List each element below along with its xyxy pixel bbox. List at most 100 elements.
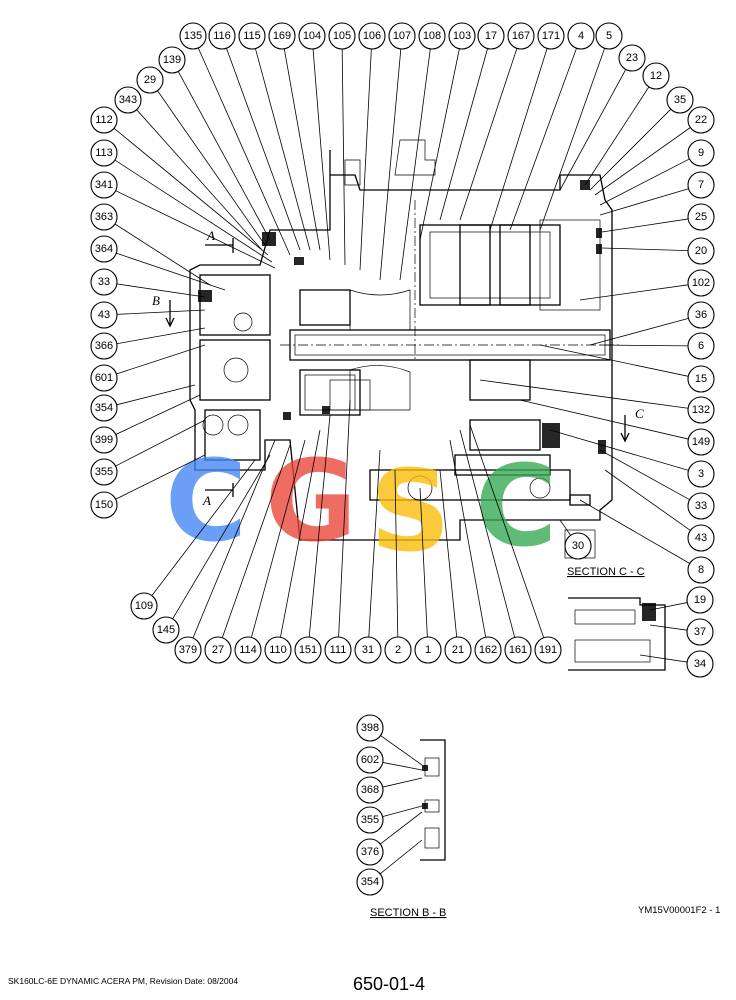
callout-section_bb_parts-602: 602 [356,746,384,774]
callout-number: 20 [695,245,707,257]
callout-number: 115 [243,30,261,42]
callout-number: 15 [695,373,707,385]
callout-number: 33 [695,500,707,512]
callout-top-115: 115 [238,22,266,50]
callout-number: 162 [479,644,497,656]
leader-line [639,654,688,663]
callout-bottom-151: 151 [294,636,322,664]
pump-cross-section-drawing [189,139,620,559]
callout-number: 161 [509,644,527,656]
leader-line [359,48,372,271]
callout-left-366: 366 [90,332,118,360]
leader-line [519,399,689,440]
section-cc-label: SECTION C - C [567,566,645,578]
leader-line [489,48,548,231]
callout-left-341: 341 [90,171,118,199]
callout-number: 103 [453,30,471,42]
callout-number: 366 [95,340,113,352]
callout-number: 17 [485,30,497,42]
callout-number: 30 [572,540,584,552]
callout-bottom-161: 161 [504,636,532,664]
callout-right-132: 132 [687,396,715,424]
callout-number: 363 [95,211,113,223]
callout-number: 21 [452,644,464,656]
callout-left-399: 399 [90,426,118,454]
leader-line [177,71,271,241]
callout-number: 111 [330,644,347,656]
callout-number: 341 [95,179,113,191]
leader-line [380,735,423,766]
callout-number: 191 [539,644,557,656]
leader-line [469,424,545,638]
callout-bottom-31: 31 [354,636,382,664]
leader-line [116,309,206,315]
callout-top-108: 108 [418,22,446,50]
leader-line [594,127,691,196]
callout-number: 108 [423,30,441,42]
leader-line [255,48,311,251]
leader-line [192,439,276,639]
callout-number: 8 [698,564,704,576]
callout-section_bb_parts-354: 354 [356,868,384,896]
leader-line [419,487,428,638]
leader-line [599,344,689,347]
leader-line [341,48,346,266]
callout-number: 150 [95,499,113,511]
callout-number: 9 [698,147,704,159]
leader-line [114,159,273,263]
leader-line [649,624,688,631]
leader-line [579,499,690,564]
callout-number: 145 [157,624,175,636]
callout-bottom-21: 21 [444,636,472,664]
callout-number: 139 [163,54,181,66]
callout-bottom-162: 162 [474,636,502,664]
callout-number: 34 [694,658,706,670]
callout-right-15: 15 [687,365,715,393]
callout-number: 135 [184,30,202,42]
callout-top-167: 167 [507,22,535,50]
leader-line [221,444,291,638]
callout-right-9: 9 [687,139,715,167]
callout-number: 36 [695,309,707,321]
callout-left-139: 139 [158,46,186,74]
callout-number: 107 [393,30,411,42]
callout-section_bb_parts-398: 398 [356,714,384,742]
leader-line [579,284,689,301]
callout-number: 37 [694,626,706,638]
callout-number: 113 [95,147,113,159]
callout-number: 105 [333,30,351,42]
leader-line [439,469,458,638]
callout-bottom-27: 27 [204,636,232,664]
callout-number: 7 [698,179,704,191]
leader-line [115,190,276,269]
callout-top-17: 17 [477,22,505,50]
leader-line [379,48,402,281]
callout-bottom-2: 2 [384,636,412,664]
callout-left-363: 363 [90,203,118,231]
leader-line [382,762,423,771]
callout-left-601: 601 [90,364,118,392]
callout-section_cc_parts-19: 19 [686,586,714,614]
callout-number: 343 [119,94,137,106]
leader-line [116,252,226,291]
callout-number: 169 [273,30,291,42]
callout-bottom-110: 110 [264,636,292,664]
leader-line [251,439,306,638]
callout-section_bb_parts-376: 376 [356,838,384,866]
callout-top-103: 103 [448,22,476,50]
callout-number: 114 [239,644,257,656]
leader-line [114,223,211,286]
callout-number: 171 [542,30,560,42]
leader-line [539,48,606,231]
callout-bottom-114: 114 [234,636,262,664]
callout-bottom-1: 1 [414,636,442,664]
leader-line [509,48,577,231]
callout-number: 132 [692,404,710,416]
callout-right-3: 3 [687,460,715,488]
leader-line [394,469,399,638]
leader-lines [113,47,691,875]
callout-number: 149 [692,436,710,448]
leader-line [116,384,196,406]
leader-line [479,379,689,409]
